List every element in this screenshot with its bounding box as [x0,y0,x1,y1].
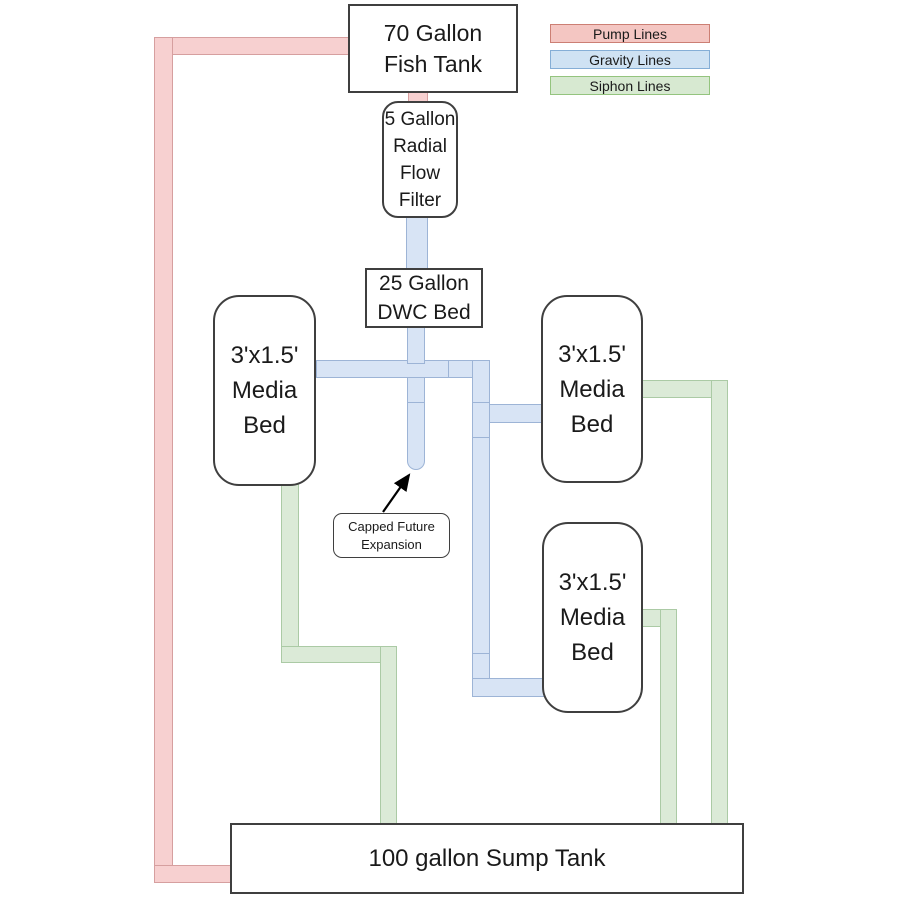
legend-gravity-label: Gravity Lines [589,51,671,68]
gravity-line-segment [472,360,490,403]
annotation-label: Capped Future Expansion [348,518,435,552]
siphon-line-segment [380,646,397,824]
pump-line-segment [154,37,350,55]
node-fish-tank: 70 Gallon Fish Tank [348,4,518,93]
legend-item-gravity-lines: Gravity Lines [550,50,710,69]
gravity-line-segment [489,404,543,423]
gravity-line-segment [406,217,428,269]
media-bed-left-label: 3'x1.5' Media Bed [230,342,299,439]
node-dwc-bed: 25 Gallon DWC Bed [365,268,483,328]
dwc-bed-label: 25 Gallon DWC Bed [377,272,471,324]
siphon-line-segment [660,609,677,824]
node-media-bed-right: 3'x1.5' Media Bed [541,295,643,483]
media-bed-right-label: 3'x1.5' Media Bed [558,340,626,438]
fish-tank-label: 70 Gallon Fish Tank [383,19,483,77]
gravity-line-segment [472,678,547,697]
gravity-capped-stub [407,402,425,470]
legend-item-siphon-lines: Siphon Lines [550,76,710,95]
node-media-bed-left: 3'x1.5' Media Bed [213,295,316,486]
radial-filter-label: 5 Gallon Radial Flow Filter [384,108,456,211]
legend: Pump Lines Gravity Lines Siphon Lines [550,24,710,102]
node-sump-tank: 100 gallon Sump Tank [230,823,744,894]
legend-pump-label: Pump Lines [593,25,667,42]
legend-item-pump-lines: Pump Lines [550,24,710,43]
siphon-line-segment [711,380,728,824]
gravity-line-segment [407,327,425,364]
pump-line-segment [154,37,173,883]
pump-line-segment [154,865,232,883]
node-media-bed-bottom: 3'x1.5' Media Bed [542,522,643,713]
gravity-line-segment [472,402,490,438]
gravity-line-segment [407,377,425,403]
annotation-capped-future-expansion: Capped Future Expansion [333,513,450,558]
gravity-line-segment [316,360,449,378]
media-bed-bottom-label: 3'x1.5' Media Bed [558,569,627,666]
sump-tank-label: 100 gallon Sump Tank [368,844,606,872]
siphon-line-segment [281,484,299,663]
node-radial-flow-filter: 5 Gallon Radial Flow Filter [382,101,458,218]
gravity-line-segment [472,437,490,654]
legend-siphon-label: Siphon Lines [589,77,671,94]
